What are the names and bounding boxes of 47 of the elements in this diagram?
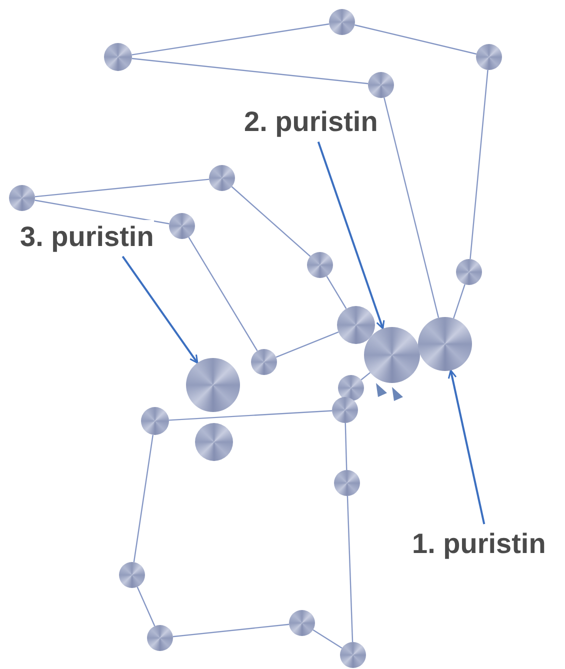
felt-line [346, 496, 354, 642]
roller [338, 375, 364, 401]
felt-line [172, 624, 290, 638]
felt-line [136, 586, 156, 626]
roller [332, 397, 358, 423]
felt-line [276, 332, 339, 358]
felt-line [132, 58, 368, 84]
roller [456, 259, 482, 285]
felt-line [384, 97, 440, 318]
leader-arrow [448, 370, 486, 524]
roller [169, 213, 195, 239]
roller [364, 327, 420, 383]
roller [251, 349, 277, 375]
roller [334, 470, 360, 496]
roller [186, 358, 240, 412]
roller [337, 306, 375, 344]
felt-line [360, 372, 371, 380]
roller [476, 44, 502, 70]
roller [141, 407, 169, 435]
roller [329, 9, 355, 35]
roller [119, 562, 145, 588]
felt-line [188, 236, 258, 352]
roller [209, 165, 235, 191]
felt-line [34, 200, 170, 224]
felt-line [344, 422, 348, 470]
roller [147, 625, 173, 651]
felt-line [312, 629, 342, 649]
roller [104, 43, 132, 71]
leader-arrow [317, 142, 385, 330]
felt-line [168, 410, 332, 421]
roller [368, 72, 394, 98]
felt-line [452, 284, 466, 319]
felt-line [326, 276, 347, 310]
roller [307, 252, 333, 278]
felt-line [132, 23, 330, 56]
felt-line [231, 186, 311, 257]
felt-line [34, 178, 210, 198]
roller [418, 317, 472, 371]
roller [9, 185, 35, 211]
roller [289, 610, 315, 636]
callout-label: 3. puristin [20, 220, 154, 254]
roller [195, 423, 233, 461]
leader-arrow [122, 256, 198, 364]
felt-line [470, 70, 488, 260]
felt-line [133, 434, 154, 562]
felt-line [354, 24, 476, 55]
roller [340, 642, 366, 668]
